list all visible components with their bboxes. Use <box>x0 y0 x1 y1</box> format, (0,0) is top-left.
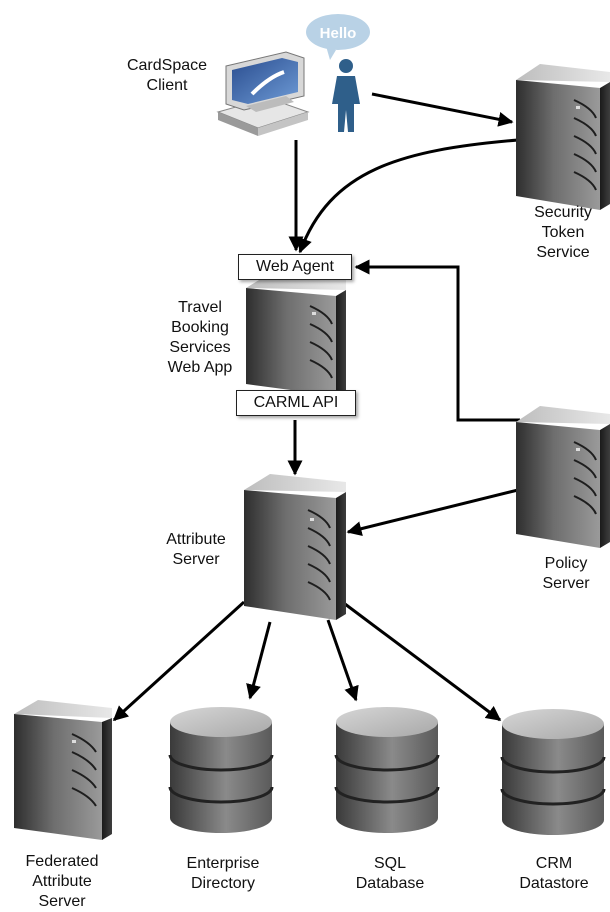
travel-booking-server-icon <box>246 272 346 396</box>
enterprise-directory-label: Enterprise Directory <box>186 855 260 892</box>
sql-database-db-icon <box>334 707 440 833</box>
computer-icon <box>216 51 310 136</box>
security-token-service-label: Security Token Service <box>534 204 592 261</box>
hello-text: Hello <box>320 25 357 42</box>
sql-database-label: SQL Database <box>355 855 425 892</box>
enterprise-directory-db-icon <box>168 707 274 833</box>
carml-api-box: CARML API <box>236 390 356 416</box>
policy-server-label: Policy Server <box>542 555 590 592</box>
hello-speech-bubble: Hello <box>306 14 370 60</box>
arrow-policy-to-attribute <box>346 488 519 537</box>
connection-arrows <box>112 92 520 722</box>
arrow-attribute-to-sql <box>326 619 359 702</box>
arrow-attribute-to-crm <box>344 602 502 722</box>
crm-datastore-db-icon <box>500 709 606 835</box>
arrow-sts-to-webagent <box>297 138 519 254</box>
attribute-server-label: Attribute Server <box>166 531 226 568</box>
user-person-icon <box>332 59 360 132</box>
federated-attribute-server-icon <box>14 700 112 840</box>
crm-datastore-label: CRM Datastore <box>519 855 589 892</box>
arrow-policy-to-webagent <box>354 259 520 422</box>
arrow-attribute-to-directory <box>246 621 272 700</box>
arrow-person-to-sts <box>371 92 514 127</box>
arrow-attribute-to-federated <box>112 600 246 722</box>
web-agent-box: Web Agent <box>238 254 352 280</box>
travel-booking-label: Travel Booking Services Web App <box>167 299 233 376</box>
attribute-server-icon <box>244 474 346 620</box>
federated-attribute-server-label: Federated Attribute Server <box>25 853 99 910</box>
security-token-server-icon <box>516 64 610 210</box>
cardspace-client-label: CardSpace Client <box>126 57 208 94</box>
policy-server-icon <box>516 406 610 548</box>
